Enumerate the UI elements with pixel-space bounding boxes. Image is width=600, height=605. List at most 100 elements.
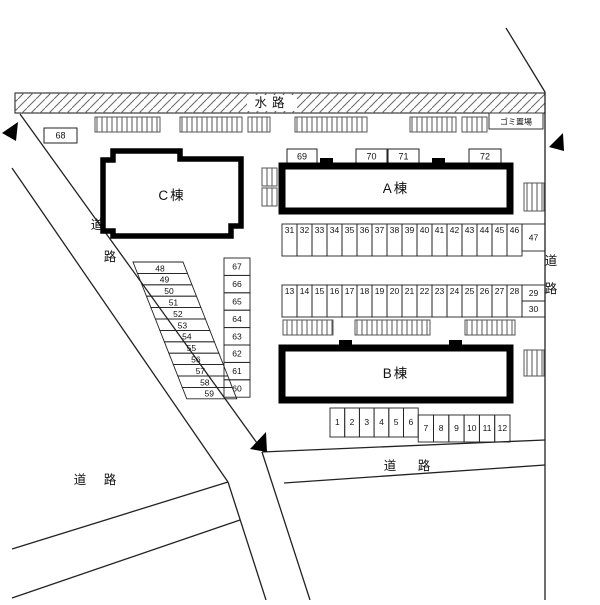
numbered-boxes: 68 69 70 71 72 <box>43 127 502 165</box>
parking-stall-number: 45 <box>495 225 505 235</box>
road-line-left-2 <box>11 167 229 483</box>
parking-stall-number: 49 <box>160 275 170 285</box>
bike-rack <box>409 116 457 133</box>
parking-stall-number: 8 <box>439 423 444 433</box>
bike-rack <box>461 116 488 133</box>
parking-stall-number: 24 <box>450 286 460 296</box>
parking-stall-number: 37 <box>375 225 385 235</box>
parking-stall-number: 12 <box>498 423 508 433</box>
bike-rack <box>94 116 161 133</box>
parking-stall-number: 53 <box>178 320 188 330</box>
building-a-outline <box>278 162 514 215</box>
parking-stall-number: 15 <box>315 286 325 296</box>
bike-rack <box>247 116 271 133</box>
parking-stall-number: 63 <box>232 331 242 341</box>
building-b-label: B棟 <box>383 366 410 381</box>
building-a-entrance-tab <box>432 158 445 166</box>
bike-rack <box>261 187 278 207</box>
bike-rack <box>261 167 278 187</box>
parking-stall-number: 35 <box>345 225 355 235</box>
parking-stall-number: 27 <box>495 286 505 296</box>
road-label: 道 <box>545 254 558 268</box>
entrance-arrow-right-icon <box>549 133 564 151</box>
road-label: 路 <box>545 281 558 296</box>
parking-stall <box>494 414 511 443</box>
parking-stall <box>521 223 546 252</box>
parking-stall-number: 51 <box>169 298 179 308</box>
entrance-arrow-left-icon <box>2 122 18 141</box>
parking-stall-number: 55 <box>187 343 197 353</box>
parking-stall <box>181 386 238 400</box>
parking-stall-number: 1 <box>335 417 340 427</box>
building-a-entrance-tab <box>320 158 333 166</box>
parking-stall-number: 25 <box>465 286 475 296</box>
parking-stall-number: 62 <box>232 349 242 359</box>
parking-stall-number: 34 <box>330 225 340 235</box>
bike-rack <box>282 319 334 336</box>
buildings: C棟 A棟 B棟 <box>100 148 514 404</box>
parking-stall-number: 23 <box>435 286 445 296</box>
numbered-box-label: 68 <box>55 131 65 141</box>
parking-stall-number: 46 <box>510 225 520 235</box>
parking-stall-number: 22 <box>420 286 430 296</box>
parking-stall-number: 6 <box>408 417 413 427</box>
parking-stall-number: 54 <box>182 332 192 342</box>
road-line-bottom-2 <box>283 464 546 484</box>
parking-stall-number: 13 <box>285 286 295 296</box>
parking-stall-number: 65 <box>232 297 242 307</box>
road-label: 路 <box>104 472 117 487</box>
parking-stall-number: 3 <box>364 417 369 427</box>
parking-stall-number: 43 <box>465 225 475 235</box>
bike-rack <box>523 182 545 212</box>
parking-stall-number: 5 <box>394 417 399 427</box>
parking-stall-number: 26 <box>480 286 490 296</box>
numbered-box-label: 70 <box>366 152 376 162</box>
waterway-label-bg <box>247 95 297 111</box>
parking-stall-number: 39 <box>405 225 415 235</box>
bike-rack <box>523 349 545 377</box>
road-label: 路 <box>418 458 431 473</box>
parking-stall-number: 21 <box>405 286 415 296</box>
parking-stall-number: 60 <box>232 384 242 394</box>
building-c-outline <box>100 148 244 239</box>
numbered-box <box>43 127 78 144</box>
bike-rack <box>464 319 516 336</box>
parking-stall-number: 42 <box>450 225 460 235</box>
building-b-outline <box>278 344 514 404</box>
building-b-entrance-tab <box>339 340 352 348</box>
road-line-down-2 <box>227 481 267 601</box>
entrance-arrows <box>2 122 564 452</box>
parking-stall-number: 11 <box>483 423 492 433</box>
entrance-arrow-bottom-icon <box>250 432 267 452</box>
parking-stall-number: 41 <box>435 225 445 235</box>
waterway: 水路 <box>14 92 546 114</box>
numbered-box-label: 71 <box>398 152 408 162</box>
parking-stall-number: 18 <box>360 286 370 296</box>
road-line-southwest-1 <box>11 481 229 550</box>
parking-stall-number: 10 <box>467 423 477 433</box>
road-line-down-1 <box>261 451 311 601</box>
bike-rack <box>179 116 243 133</box>
parking-stall-number: 47 <box>529 233 539 243</box>
roads <box>11 27 546 601</box>
parking-stall-number: 36 <box>360 225 370 235</box>
parking-stall-number: 2 <box>350 417 355 427</box>
parking-stall-number: 48 <box>155 263 165 273</box>
parking-stall-number: 30 <box>529 304 539 314</box>
road-label: 道 <box>74 473 87 487</box>
numbered-box-label: 69 <box>297 152 307 162</box>
garbage-label: ゴミ置場 <box>500 117 532 127</box>
parking-stall-number: 50 <box>164 286 174 296</box>
parking-stall-number: 28 <box>510 286 520 296</box>
parking-stall-number: 67 <box>232 262 242 272</box>
parking-stall-number: 7 <box>423 423 428 433</box>
parking-stall-number: 38 <box>390 225 400 235</box>
road-line-southwest-2 <box>11 519 241 599</box>
parking-stall-number: 64 <box>232 314 242 324</box>
numbered-box-label: 72 <box>480 152 490 162</box>
road-label: 路 <box>104 249 117 264</box>
parking-stall-number: 31 <box>285 225 295 235</box>
parking-stall-number: 58 <box>200 377 210 387</box>
